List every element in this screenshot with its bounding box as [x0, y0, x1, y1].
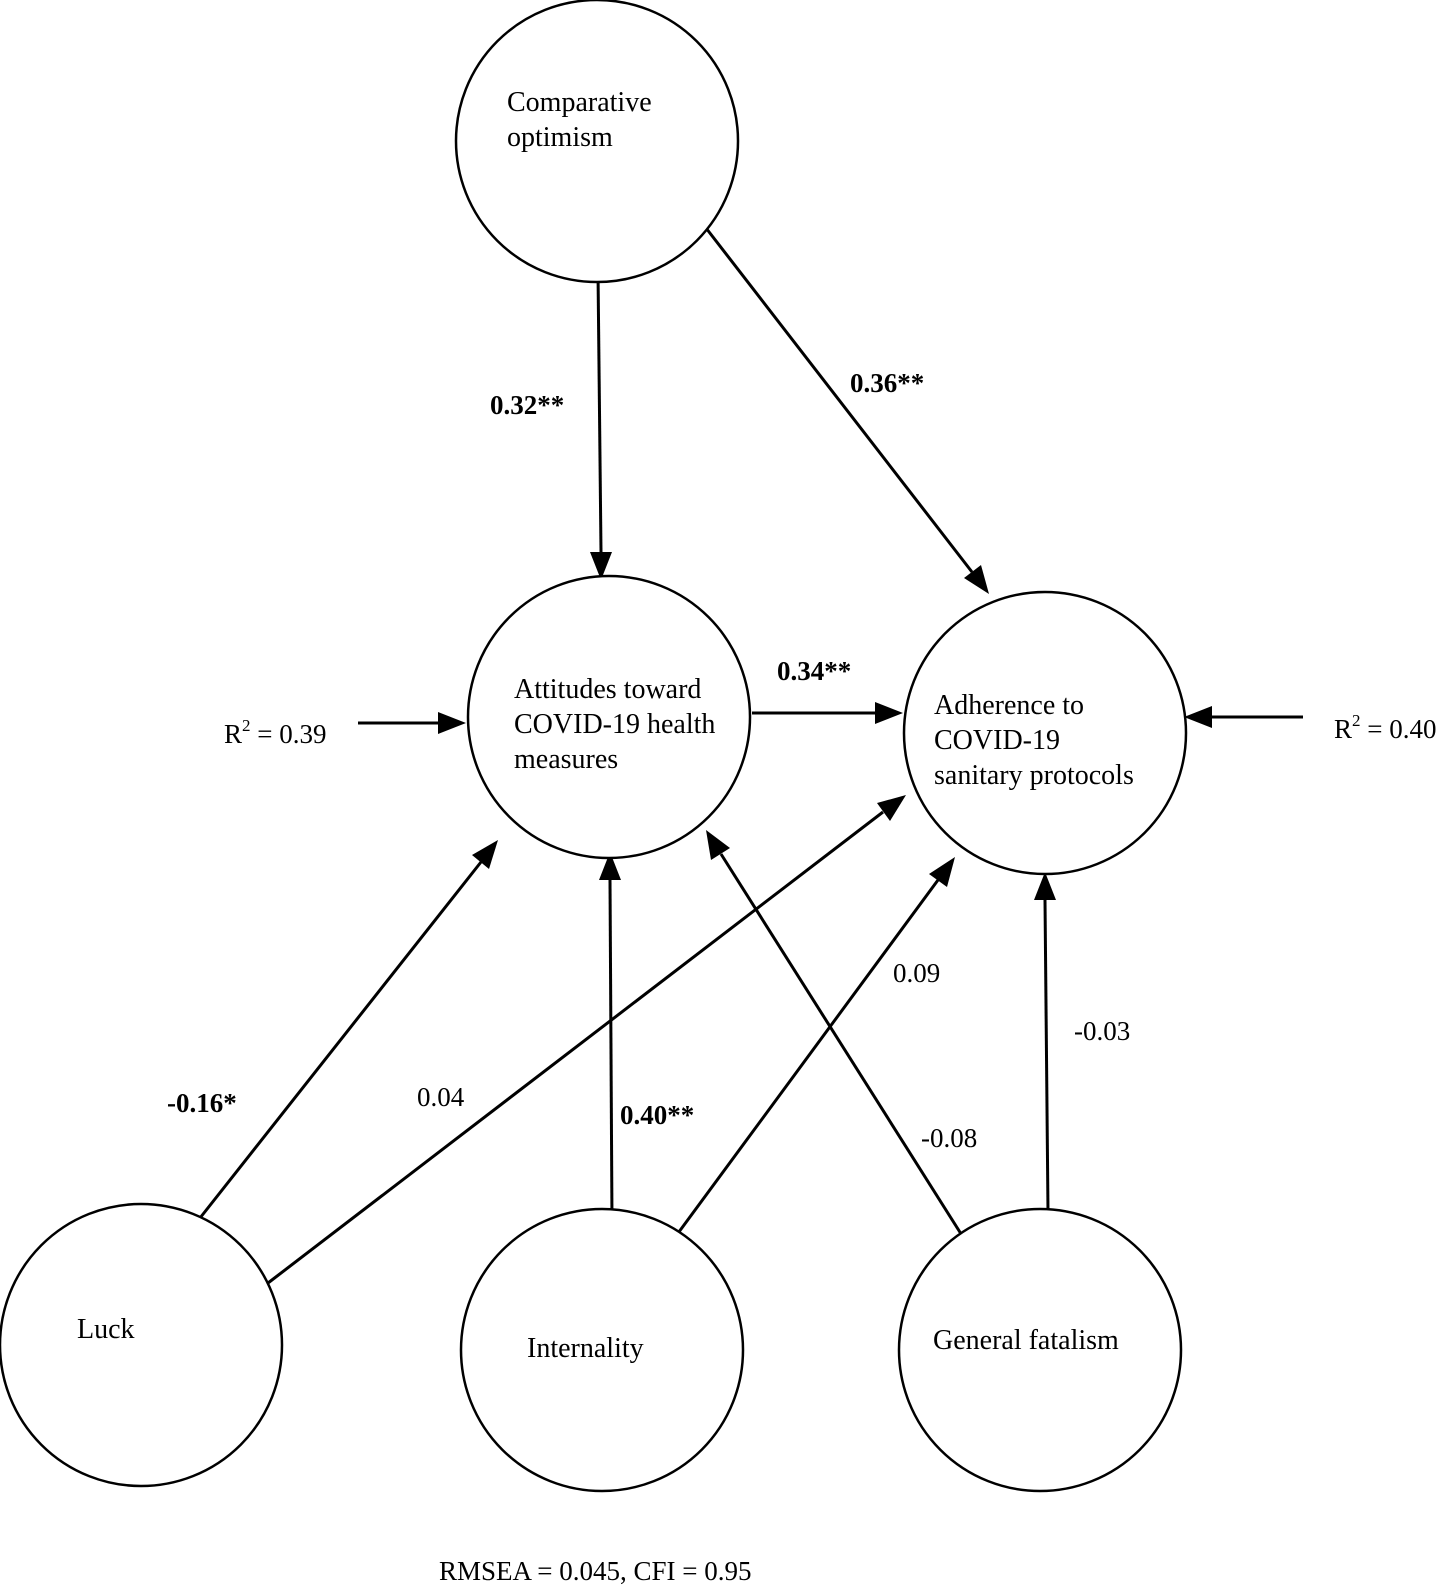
- r-squared-adherence: R2 = 0.40: [1334, 711, 1437, 744]
- edge-internality-to-attitudes: [608, 879, 614, 1223]
- r-squared-attitudes: R2 = 0.39: [224, 716, 327, 749]
- coef-co-to-adherence: 0.36**: [850, 368, 924, 398]
- coef-fatalism-to-adherence: -0.03: [1074, 1016, 1130, 1046]
- node-circle: [902, 590, 1188, 876]
- arrowhead-fatalism-to-attitudes: [706, 830, 730, 860]
- edge-internality-to-adherence: [671, 879, 940, 1241]
- arrowhead-luck-to-attitudes: [472, 840, 498, 869]
- edge-co-to-adherence: [704, 227, 974, 573]
- node-circle: [466, 574, 752, 860]
- node-label-line: Internality: [527, 1333, 644, 1364]
- edge-luck-to-adherence: [267, 810, 884, 1285]
- node-label-line: Adherence to: [934, 690, 1084, 721]
- node-adherence: Adherence to COVID-19 sanitary protocols: [902, 590, 1188, 876]
- node-label-line: Attitudes toward: [514, 674, 701, 705]
- arrowhead-luck-to-adherence: [877, 795, 906, 821]
- r-squared-superscript: 2: [242, 716, 251, 735]
- node-general-fatalism: General fatalism: [897, 1207, 1183, 1493]
- coef-internality-to-adherence: 0.09: [893, 958, 940, 988]
- coef-fatalism-to-attitudes: -0.08: [921, 1123, 977, 1153]
- node-attitudes: Attitudes toward COVID-19 health measure…: [466, 574, 752, 860]
- node-label-line: Luck: [77, 1314, 135, 1345]
- arrowhead-r2-attitudes: [438, 712, 466, 734]
- node-label-line: measures: [514, 744, 618, 775]
- coef-internality-to-attitudes: 0.40**: [620, 1100, 694, 1130]
- node-circle: [897, 1207, 1183, 1493]
- node-label-line: General fatalism: [933, 1325, 1119, 1356]
- arrowhead-internality-to-attitudes: [599, 852, 621, 880]
- edge-fatalism-to-attitudes: [719, 853, 965, 1238]
- edge-luck-to-attitudes: [198, 861, 483, 1219]
- arrowhead-co-to-adherence: [964, 565, 989, 594]
- edge-fatalism-to-adherence: [1043, 899, 1050, 1213]
- arrowhead-r2-adherence: [1184, 706, 1212, 728]
- r-squared-prefix: R: [1334, 714, 1352, 744]
- r-squared-superscript: 2: [1352, 711, 1361, 730]
- edge-co-to-attitudes: [596, 271, 603, 553]
- r-squared-value: = 0.39: [251, 719, 327, 749]
- model-fit-indices: RMSEA = 0.045, CFI = 0.95: [439, 1556, 752, 1586]
- arrowhead-fatalism-to-adherence: [1034, 872, 1056, 900]
- coefficients: 0.32** 0.36** 0.34** -0.16* 0.04 0.40** …: [167, 368, 1130, 1153]
- node-label-line: optimism: [507, 122, 613, 153]
- node-label-line: Comparative: [507, 87, 652, 118]
- coef-luck-to-adherence: 0.04: [417, 1082, 465, 1112]
- node-circle: [454, 0, 740, 284]
- coef-attitudes-to-adherence: 0.34**: [777, 656, 851, 686]
- node-luck: Luck: [0, 1202, 284, 1488]
- coef-co-to-attitudes: 0.32**: [490, 390, 564, 420]
- node-circle: [0, 1202, 284, 1488]
- edges: [198, 227, 1303, 1285]
- r-squared-value: = 0.40: [1361, 714, 1437, 744]
- node-label-line: COVID-19: [934, 725, 1060, 756]
- node-label-line: COVID-19 health: [514, 709, 715, 740]
- node-internality: Internality: [459, 1207, 745, 1493]
- node-comparative-optimism: Comparative optimism: [454, 0, 740, 284]
- node-circle: [459, 1207, 745, 1493]
- coef-luck-to-attitudes: -0.16*: [167, 1088, 237, 1118]
- arrowhead-internality-to-adherence: [929, 857, 955, 887]
- arrowhead-co-to-attitudes: [590, 552, 612, 580]
- node-label-line: sanitary protocols: [934, 760, 1134, 791]
- arrowhead-attitudes-to-adherence: [875, 702, 903, 724]
- r-squared-prefix: R: [224, 719, 242, 749]
